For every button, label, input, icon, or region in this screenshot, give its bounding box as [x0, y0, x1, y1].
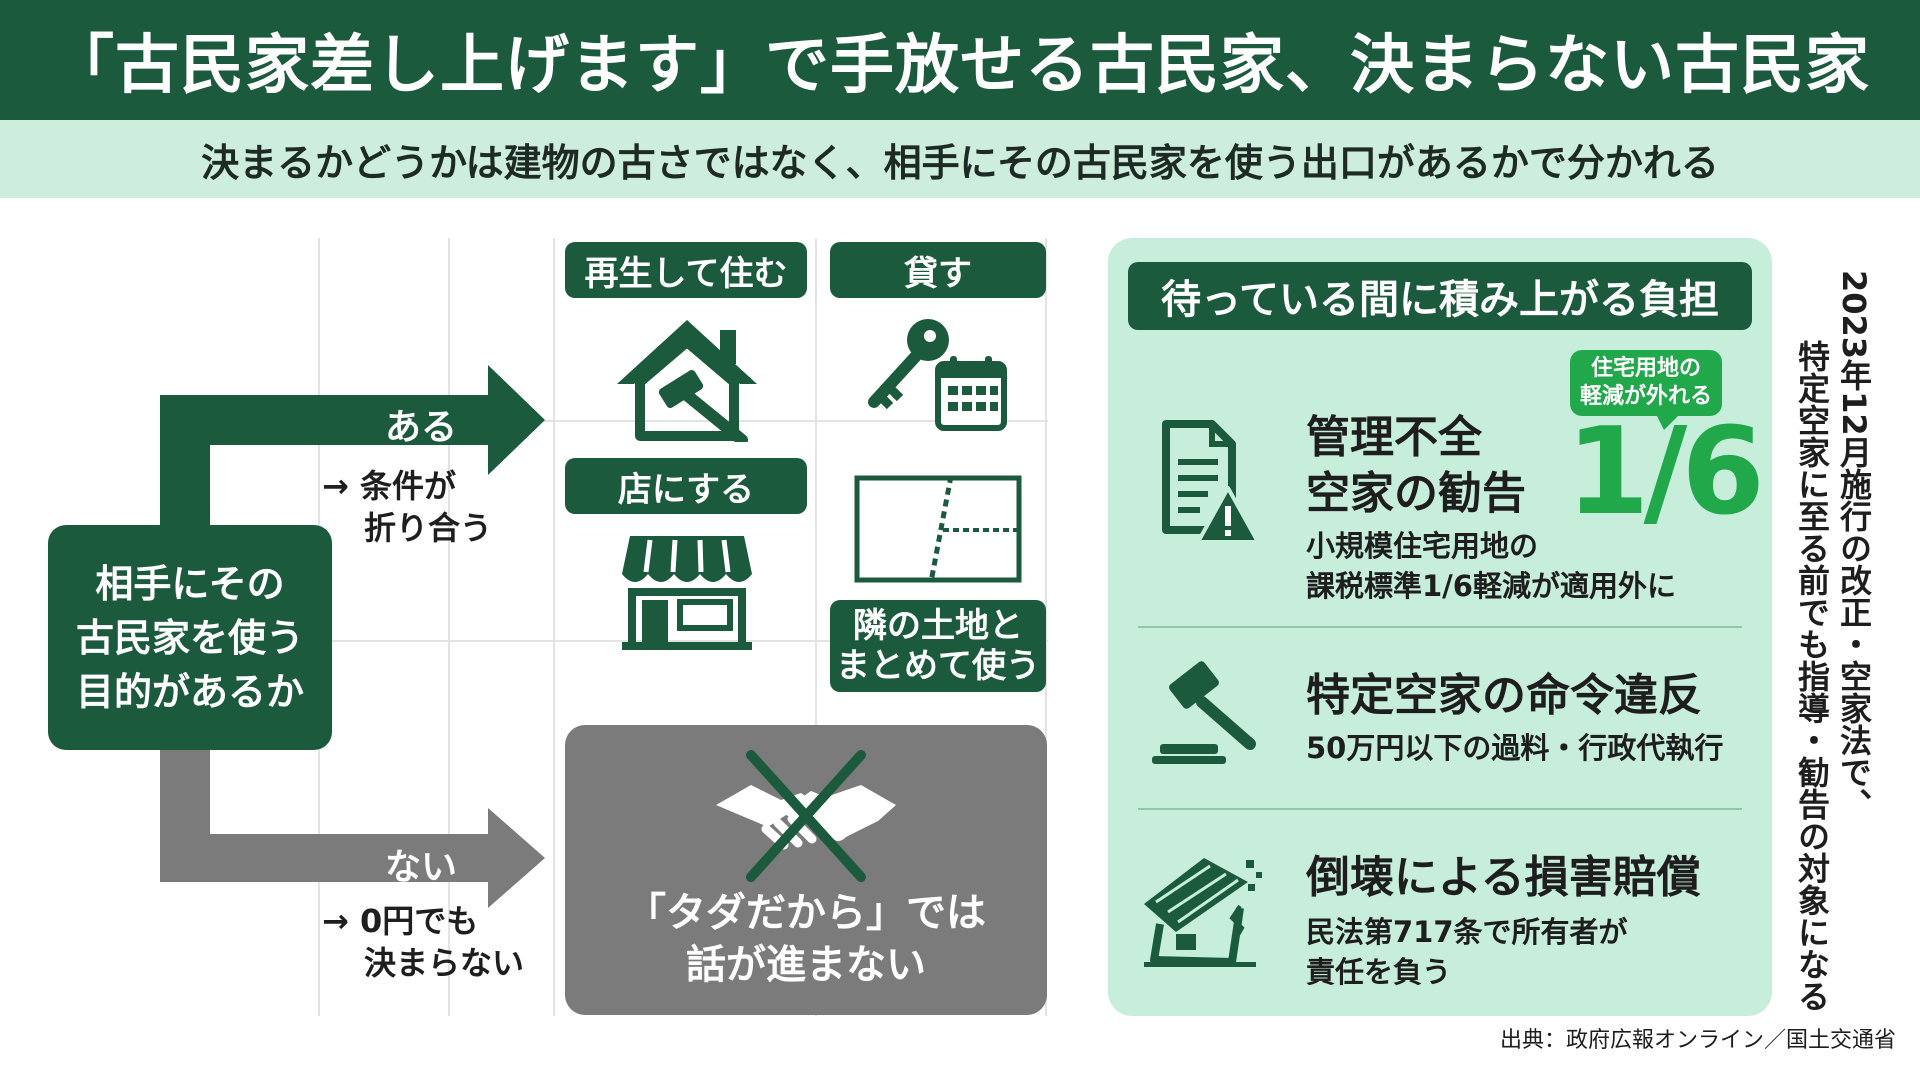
grid-line: [448, 238, 450, 1016]
yes-note-line: 折り合う: [364, 509, 493, 547]
page-title: 「古民家差し上げます」で手放せる古民家、決まらない古民家: [0, 0, 1920, 120]
yes-note: → 条件が 折り合う: [322, 465, 492, 549]
tax-reduction-badge: 住宅用地の 軽減が外れる: [1570, 350, 1722, 416]
badge-line: 軽減が外れる: [1579, 384, 1712, 409]
option-shop-label: 店にする: [565, 458, 807, 514]
burden-title: 待っている間に積み上がる負担: [1128, 262, 1752, 330]
burden-item2-head: 特定空家の命令違反: [1306, 670, 1702, 721]
badge-line: 住宅用地の: [1590, 356, 1701, 381]
page-subtitle: 決まるかどうかは建物の古さではなく、相手にその古民家を使う出口があるかで分かれる: [0, 120, 1920, 198]
grid-line: [318, 640, 1048, 642]
storefront-icon: [622, 536, 752, 650]
decision-line: 古民家を使う: [75, 615, 304, 660]
no-outcome-box: 「タダだから」では 話が進まない: [565, 725, 1047, 1015]
vertical-note-line: 特定空家に至る前でも指導・勧告の対象になる: [1793, 340, 1831, 1012]
grid-line: [1045, 238, 1047, 1016]
grid-line: [318, 420, 1048, 422]
source-credit: 出典：政府広報オンライン／国土交通省: [1499, 1028, 1896, 1053]
land-plot-icon: [854, 475, 1022, 583]
no-label: ない: [385, 847, 458, 888]
yes-label: ある: [385, 407, 458, 448]
option-neighbor-line: まとめて使う: [836, 646, 1040, 686]
yes-note-line: → 条件が: [322, 467, 456, 505]
no-note: → 0円でも 決まらない: [322, 900, 524, 984]
house-hammer-icon: [617, 320, 757, 442]
burden-divider: [1138, 626, 1742, 628]
burden-item1-head-line: 空家の勧告: [1306, 468, 1526, 519]
no-note-line: → 0円でも: [322, 902, 479, 940]
burden-item1-head-line: 管理不全: [1306, 412, 1482, 463]
gavel-icon: [1152, 661, 1256, 764]
vertical-note-line: 2023年12月施行の改正・空家法で、: [1835, 270, 1873, 820]
burden-divider: [1138, 808, 1742, 810]
decision-box: 相手にその 古民家を使う 目的があるか: [48, 525, 332, 750]
option-neighbor-line: 隣の土地と: [853, 606, 1023, 646]
badge-pointer: [1656, 414, 1680, 430]
burden-item2-sub: 50万円以下の過料・行政代執行: [1306, 731, 1724, 765]
no-note-line: 決まらない: [364, 944, 525, 982]
option-neighbor-label: 隣の土地と まとめて使う: [830, 600, 1046, 692]
grid-line: [815, 238, 817, 1016]
collapsed-house-icon: [1144, 858, 1262, 967]
yes-arrow: [160, 365, 545, 525]
decision-line: 目的があるか: [75, 669, 304, 714]
burden-panel: 待っている間に積み上がる負担 管理不全 空家の勧告 小規模住宅用地の 課税標準1…: [1108, 238, 1772, 1016]
burden-item1-sub-line: 課税標準1/6軽減が適用外に: [1306, 569, 1676, 603]
burden-item3-sub-line: 民法第717条で所有者が: [1306, 915, 1628, 949]
no-outcome-line: 話が進まない: [686, 942, 926, 988]
tax-fraction: 1/6: [1566, 403, 1765, 542]
key-calendar-icon: [868, 319, 1007, 431]
burden-item1-head: 管理不全 空家の勧告: [1306, 410, 1526, 522]
burden-item3-sub-line: 責任を負う: [1306, 955, 1452, 989]
no-outcome-line: 「タダだから」では: [626, 890, 986, 936]
burden-item3-head: 倒壊による損害賠償: [1306, 852, 1701, 903]
burden-item1-sub-line: 小規模住宅用地の: [1306, 529, 1539, 563]
option-rent-label: 貸す: [830, 242, 1046, 298]
option-live-label: 再生して住む: [565, 242, 807, 298]
burden-item3-sub: 民法第717条で所有者が 責任を負う: [1306, 912, 1628, 992]
grid-line: [553, 238, 555, 1016]
crossed-handshake-icon: [716, 750, 896, 882]
burden-item1-sub: 小規模住宅用地の 課税標準1/6軽減が適用外に: [1306, 526, 1676, 606]
document-warning-icon: [1162, 420, 1260, 544]
no-arrow: [160, 750, 545, 908]
decision-line: 相手にその: [95, 561, 285, 606]
